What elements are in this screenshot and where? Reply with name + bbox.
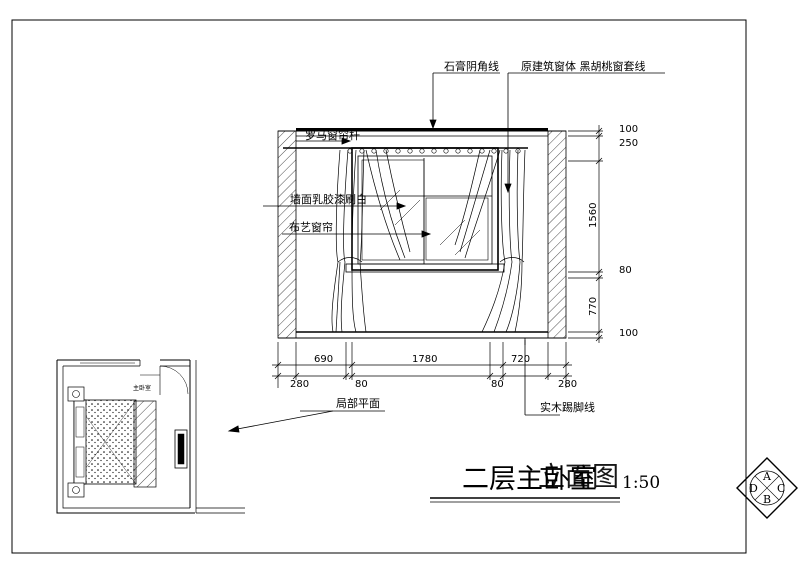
title-block: 二层主卧室 立面图 1:50 — [430, 462, 660, 503]
drawing-title: 二层主卧室 — [462, 464, 597, 495]
gypsum-cornice — [296, 128, 548, 131]
label-fabric-curtain: 布艺窗帘 — [289, 220, 333, 234]
badge-top: A — [762, 470, 772, 483]
partial-plan-leader — [227, 410, 385, 433]
dim-right-3: 80 — [619, 265, 632, 276]
dim-right-1: 250 — [619, 138, 638, 149]
curtains — [331, 149, 526, 333]
rod-rings — [347, 148, 521, 154]
dim-bottom-lower-0: 280 — [290, 379, 309, 390]
label-gypsum-cornice: 石膏阴角线 — [444, 59, 499, 73]
dim-bottom-lower-1: 80 — [355, 379, 368, 390]
view-badge: A D C B — [736, 457, 798, 519]
dim-right-0: 100 — [619, 124, 638, 135]
drawing-scale: 1:50 — [622, 473, 660, 493]
dim-bottom-upper-2: 720 — [511, 354, 530, 365]
label-baseboard: 实木踢脚线 — [540, 400, 595, 414]
dim-bottom-upper-0: 690 — [314, 354, 333, 365]
dim-right-2: 1560 — [588, 203, 599, 228]
elevation-view: 石膏阴角线 原建筑窗体 黑胡桃窗套线 罗马窗帘杆 墙面乳胶漆刷白 布艺窗帘 实木… — [263, 59, 665, 416]
right-dimension-chain — [568, 125, 603, 343]
label-partial-plan: 局部平面 — [336, 396, 380, 410]
label-roman-rod: 罗马窗帘杆 — [305, 128, 360, 142]
dim-bottom-lower-2: 80 — [491, 379, 504, 390]
dim-bottom-upper-1: 1780 — [412, 354, 437, 365]
drawing-title-overlay: 立面图 — [538, 462, 619, 493]
badge-right: C — [777, 482, 785, 495]
label-window-casing: 原建筑窗体 黑胡桃窗套线 — [521, 59, 646, 73]
bottom-dimension-chain — [272, 342, 572, 388]
label-wall-paint: 墙面乳胶漆刷白 — [290, 192, 367, 206]
dim-right-5: 100 — [619, 328, 638, 339]
leader-lines — [263, 72, 665, 416]
badge-left: D — [749, 482, 758, 495]
right-wall-hatch — [547, 130, 567, 339]
label-plan-room: 主卧室 — [133, 384, 151, 392]
badge-bottom: B — [763, 493, 771, 506]
sheet-border — [11, 19, 747, 554]
dim-bottom-lower-3: 280 — [558, 379, 577, 390]
dim-right-4: 770 — [588, 297, 599, 316]
partial-plan — [56, 359, 245, 514]
left-wall-hatch — [277, 130, 297, 339]
